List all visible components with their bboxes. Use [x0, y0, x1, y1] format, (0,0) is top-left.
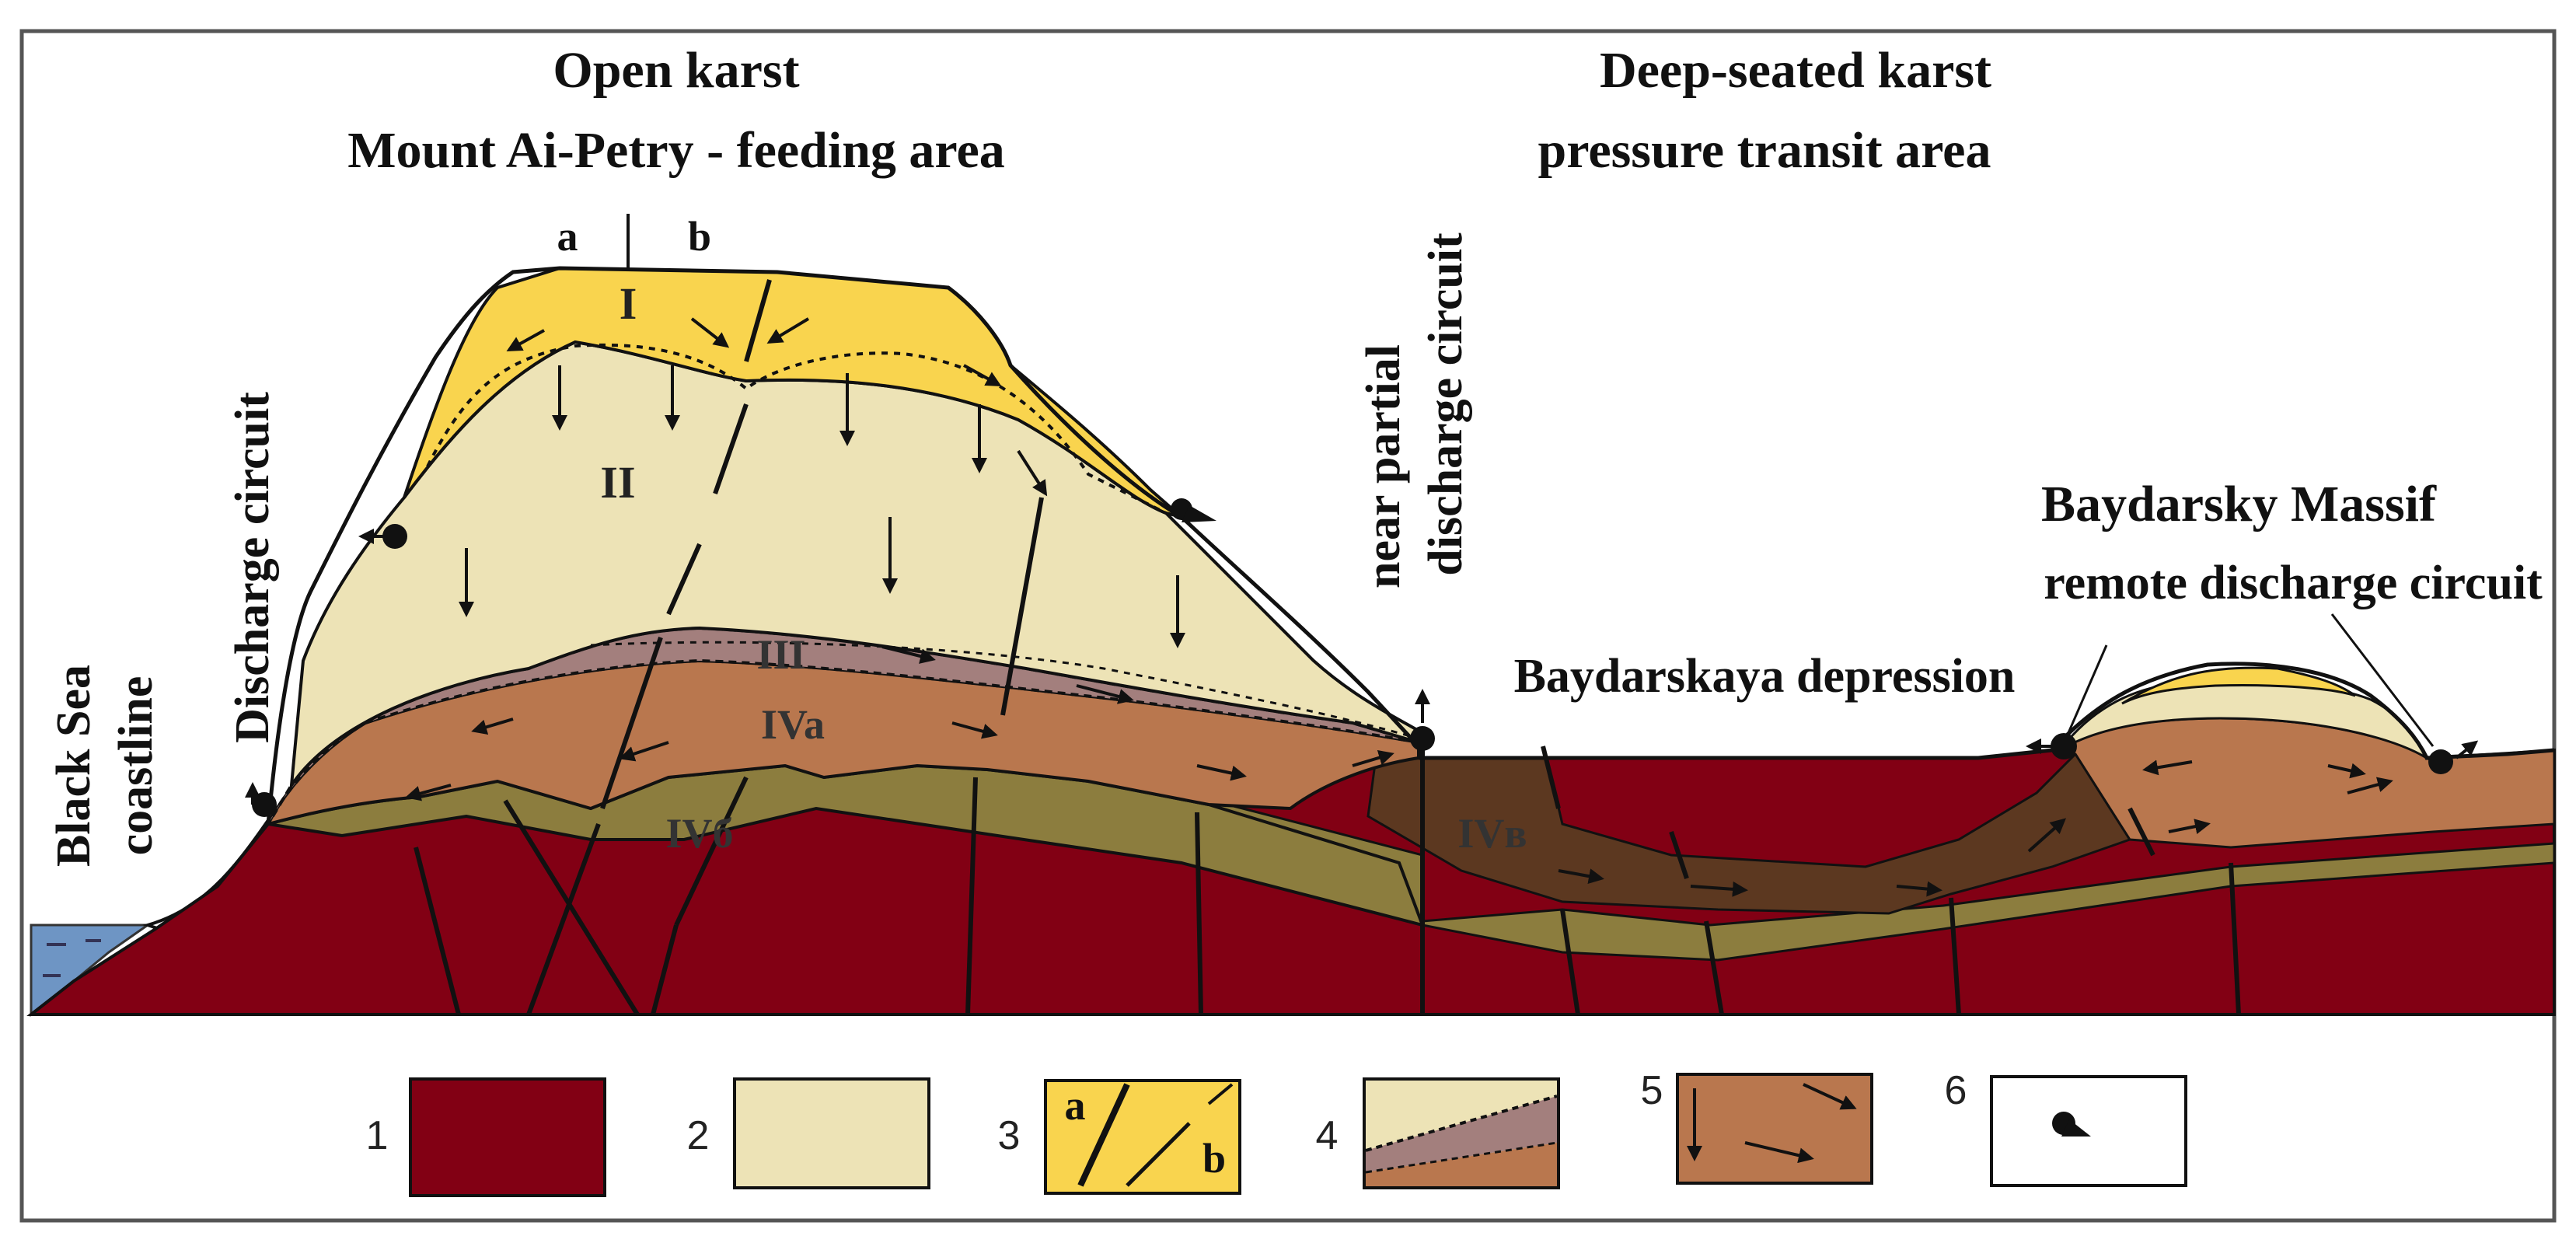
legend-sub-b: b	[1202, 1135, 1226, 1182]
section-text: Open karst Mount Ai-Petry - feeding area…	[47, 42, 2543, 867]
zone-iii-iva-boundary	[590, 641, 1419, 740]
basement-swatch	[409, 1077, 606, 1197]
spring-swatch	[1990, 1075, 2187, 1187]
label-b: b	[688, 213, 711, 260]
zone-label-ivb: IVв	[1457, 810, 1527, 857]
label-black-sea-line1: Black Sea	[47, 665, 100, 867]
legend-sub-a: a	[1065, 1082, 1086, 1129]
depression-surface	[1419, 748, 2053, 760]
label-leader-lines	[2066, 613, 2435, 747]
zone-boundary-swatch	[1363, 1077, 1560, 1189]
legend-num-3: 3	[998, 1113, 1021, 1158]
ground-surface-profile	[266, 266, 1420, 825]
baydarsky-cap-yellow	[2121, 666, 2356, 705]
label-baydarsky-massif: Baydarsky Massif	[2041, 476, 2437, 532]
zone-label-ii: II	[600, 457, 635, 508]
zone-iv6-lower-fill	[1211, 799, 2556, 962]
title-left-line1: Open karst	[553, 42, 799, 99]
zone-iva-right-fill	[2048, 717, 2556, 849]
limestone-swatch	[733, 1077, 930, 1189]
legend-num-6: 6	[1945, 1068, 1967, 1113]
zone-label-iii: III	[756, 631, 805, 678]
legend-num-1: 1	[366, 1113, 389, 1158]
label-discharge-circuit: Discharge circuit	[226, 392, 279, 743]
legend-num-2: 2	[687, 1113, 710, 1158]
zone-label-iva: IVa	[761, 701, 825, 748]
flow-arrows	[245, 317, 2479, 897]
zone-label-i: I	[620, 278, 637, 329]
baydarsky-surface	[2051, 662, 2555, 760]
black-sea-water	[30, 924, 152, 1018]
legend-num-5: 5	[1641, 1068, 1663, 1113]
title-right-line2: pressure transit area	[1538, 122, 1991, 179]
title-right-line1: Deep-seated karst	[1600, 42, 1991, 99]
figure-frame	[19, 29, 2557, 1223]
label-baydarskaya-depression: Baydarskaya depression	[1514, 650, 2016, 703]
zone-label-iv6: IVб	[665, 810, 733, 857]
sea-wave-marks	[43, 939, 101, 977]
label-a: a	[557, 213, 578, 260]
fault-swatch: a b	[1044, 1079, 1241, 1195]
label-remote-discharge: remote discharge circuit	[2044, 557, 2543, 609]
flow-arrow-swatch	[1676, 1073, 1873, 1185]
geologic-section	[26, 214, 2556, 1018]
legend-num-4: 4	[1316, 1113, 1339, 1158]
title-left-line2: Mount Ai-Petry - feeding area	[347, 122, 1005, 179]
legend: 1 2 3 a b 4 5 6	[366, 1068, 2187, 1197]
label-black-sea-line2: coastline	[110, 676, 162, 856]
fault-lines	[414, 279, 2241, 1016]
spring-markers	[252, 498, 2453, 817]
label-near-partial-line2: discharge circuit	[1419, 232, 1472, 576]
label-near-partial-line1: near partial	[1357, 344, 1410, 588]
